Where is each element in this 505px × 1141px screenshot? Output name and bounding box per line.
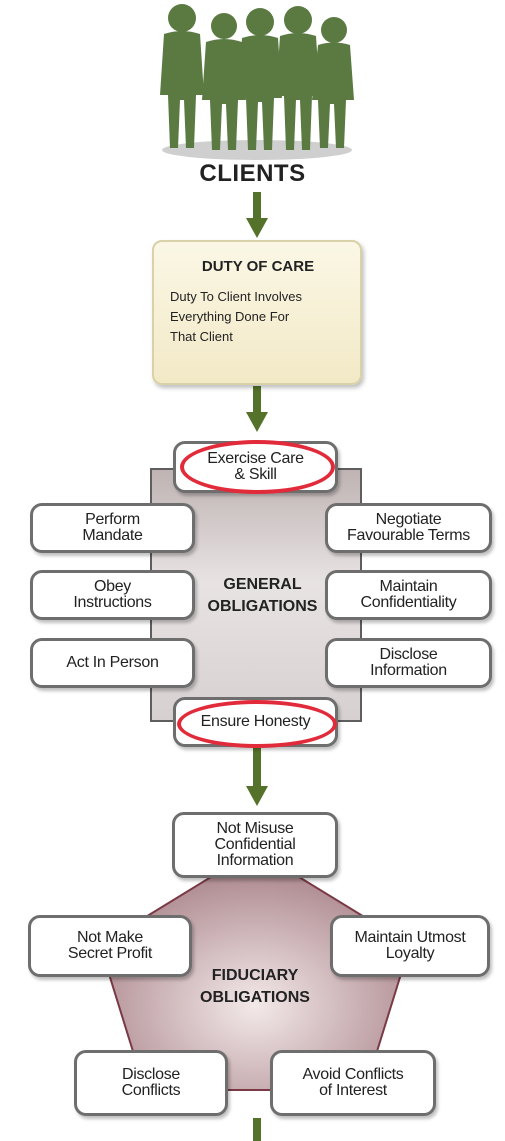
general-right-box: Maintain Confidentiality: [325, 570, 492, 620]
arrow-head: [246, 218, 268, 238]
general-left-box: Obey Instructions: [30, 570, 195, 620]
arrow-shaft: [253, 192, 261, 222]
arrow-shaft: [253, 1118, 261, 1141]
fiduciary-right-box: Maintain Utmost Loyalty: [330, 915, 490, 977]
general-right-box: Negotiate Favourable Terms: [325, 503, 492, 553]
fiduciary-bottom-right-box: Avoid Conflicts of Interest: [270, 1050, 436, 1116]
arrow-head: [246, 786, 268, 806]
arrow-shaft: [253, 748, 261, 788]
clients-silhouette-icon: [160, 4, 354, 160]
general-right-box: Disclose Information: [325, 638, 492, 688]
highlight-ring: [177, 700, 337, 748]
highlight-ring: [180, 440, 335, 494]
fiduciary-left-box: Not Make Secret Profit: [28, 915, 192, 977]
fiduciary-top-box: Not Misuse Confidential Information: [172, 812, 338, 878]
clients-label: CLIENTS: [199, 160, 306, 187]
general-left-box: Act In Person: [30, 638, 195, 688]
fiduciary-obligations-title: FIDUCIARY OBLIGATIONS: [200, 967, 310, 1006]
arrow-head: [246, 412, 268, 432]
fiduciary-bottom-left-box: Disclose Conflicts: [74, 1050, 228, 1116]
general-left-box: Perform Mandate: [30, 503, 195, 553]
duty-of-care-title: DUTY OF CARE: [201, 258, 315, 275]
duty-of-care-box: DUTY OF CARE Duty To Client Involves Eve…: [152, 240, 362, 385]
duty-of-care-text: Duty To Client Involves Everything Done …: [170, 289, 302, 344]
general-obligations-title: GENERAL OBLIGATIONS: [207, 576, 318, 615]
arrow-shaft: [253, 386, 261, 416]
